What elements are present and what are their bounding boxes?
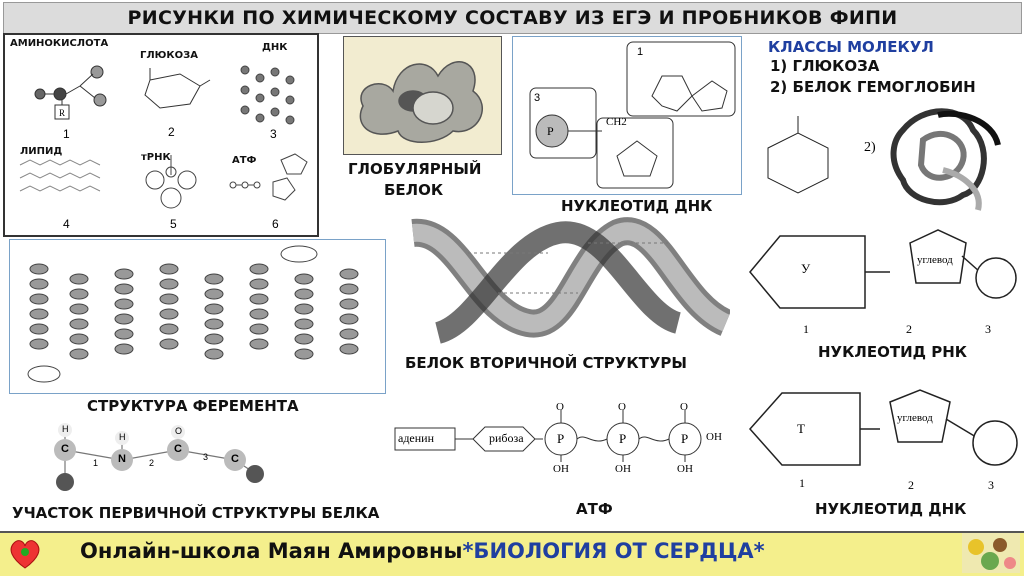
primary-c-3: C: [231, 453, 239, 465]
dna-structure: [241, 66, 294, 124]
atp-oh-2: OH: [615, 463, 631, 475]
heart-logo-icon: [6, 534, 44, 572]
primary-o: O: [175, 426, 182, 436]
primary-h-1: H: [62, 424, 69, 434]
aminoacid-structure: [35, 66, 106, 119]
fig-number-6: 6: [272, 217, 279, 231]
primary-c-1: C: [61, 443, 69, 455]
enzyme-structure: [9, 239, 384, 392]
hemoglobin-image: [883, 100, 1011, 218]
nucleotide-ch2-label: CH2: [606, 116, 627, 128]
atp-o-1: O: [556, 401, 564, 413]
primary-caption: УЧАСТОК ПЕРВИЧНОЙ СТРУКТУРЫ БЕЛКА: [12, 504, 379, 522]
classes-heading: КЛАССЫ МОЛЕКУЛ: [768, 38, 934, 56]
atp-oh-1: OH: [553, 463, 569, 475]
nucleotide-box3-number: 3: [534, 92, 540, 104]
footer-text: Онлайн-школа Маян Амировны*БИОЛОГИЯ ОТ С…: [80, 539, 765, 563]
dna-number-1: 1: [799, 476, 805, 491]
footer-accent: *БИОЛОГИЯ ОТ СЕРДЦА*: [462, 539, 764, 563]
dna-sugar-label: углевод: [897, 412, 933, 424]
flowers-decor-icon: [962, 533, 1020, 573]
svg-text:R: R: [59, 108, 65, 118]
globular-protein-image: [343, 36, 500, 153]
classes-item-2: 2) БЕЛОК ГЕМОГЛОБИН: [770, 78, 976, 96]
fig-number-1: 1: [63, 127, 70, 141]
atp-oh-end: OH: [706, 431, 722, 443]
atp-small-structure: [230, 154, 307, 200]
classes-fig2-label: 2): [864, 140, 876, 156]
fig-number-4: 4: [63, 217, 70, 231]
atp-caption: АТФ: [576, 500, 613, 518]
trna-structure: [146, 155, 196, 208]
rna-number-1: 1: [803, 322, 809, 337]
primary-h-2: H: [119, 432, 126, 442]
rna-number-2: 2: [906, 322, 912, 337]
dna-number-2: 2: [908, 478, 914, 493]
primary-n: N: [118, 453, 126, 465]
nucleotide-p-label: P: [547, 124, 554, 139]
lipid-structure: [20, 160, 100, 191]
atp-o-2: O: [618, 401, 626, 413]
primary-bond-3: 3: [203, 452, 208, 462]
page-title: РИСУНКИ ПО ХИМИЧЕСКОМУ СОСТАВУ ИЗ ЕГЭ И …: [128, 7, 898, 29]
fig-number-5: 5: [170, 217, 177, 231]
secondary-caption: БЕЛОК ВТОРИЧНОЙ СТРУКТУРЫ: [405, 354, 687, 372]
fig-number-2: 2: [168, 125, 175, 139]
primary-structure-scheme: [40, 418, 280, 498]
classes-item-1: 1) ГЛЮКОЗА: [770, 57, 879, 75]
footer-school-name: Онлайн-школа Маян Амировны: [80, 539, 462, 563]
nucleotide-box1-number: 1: [637, 46, 643, 58]
primary-bond-2: 2: [149, 458, 154, 468]
primary-bond-1: 1: [93, 458, 98, 468]
dna-nucleotide-caption: НУКЛЕОТИД ДНК: [815, 500, 966, 518]
aminoacid-label: АМИНОКИСЛОТА: [10, 38, 108, 49]
primary-c-2: C: [174, 443, 182, 455]
glucose-large-structure: [748, 108, 858, 208]
rna-nucleotide-caption: НУКЛЕОТИД РНК: [818, 343, 967, 361]
rna-base-label: У: [801, 261, 810, 277]
atp-adenine-label: аденин: [398, 431, 434, 446]
atp-phosphate-3: P: [681, 431, 688, 447]
globular-caption-line2: БЕЛОК: [384, 181, 443, 199]
nucleotide-dna-structure: [512, 36, 740, 193]
atp-oh-3: OH: [677, 463, 693, 475]
atp-phosphate-1: P: [557, 431, 564, 447]
atp-phosphate-2: P: [619, 431, 626, 447]
enzyme-caption: СТРУКТУРА ФЕРЕМЕНТА: [87, 397, 299, 415]
atp-ribose-label: рибоза: [489, 431, 524, 446]
molecules-drawings: R: [5, 50, 313, 232]
dna-base-label: Т: [797, 421, 805, 437]
rna-number-3: 3: [985, 322, 991, 337]
atp-o-3: O: [680, 401, 688, 413]
title-bar: РИСУНКИ ПО ХИМИЧЕСКОМУ СОСТАВУ ИЗ ЕГЭ И …: [3, 2, 1022, 34]
rna-nucleotide-scheme: [740, 228, 1020, 318]
glucose-structure: [145, 68, 210, 108]
dna-nucleotide-scheme: [740, 387, 1020, 477]
dna-number-3: 3: [988, 478, 994, 493]
rna-sugar-label: углевод: [917, 254, 953, 266]
secondary-structure-image: [408, 213, 730, 345]
fig-number-3: 3: [270, 127, 277, 141]
globular-caption-line1: ГЛОБУЛЯРНЫЙ: [348, 160, 481, 178]
